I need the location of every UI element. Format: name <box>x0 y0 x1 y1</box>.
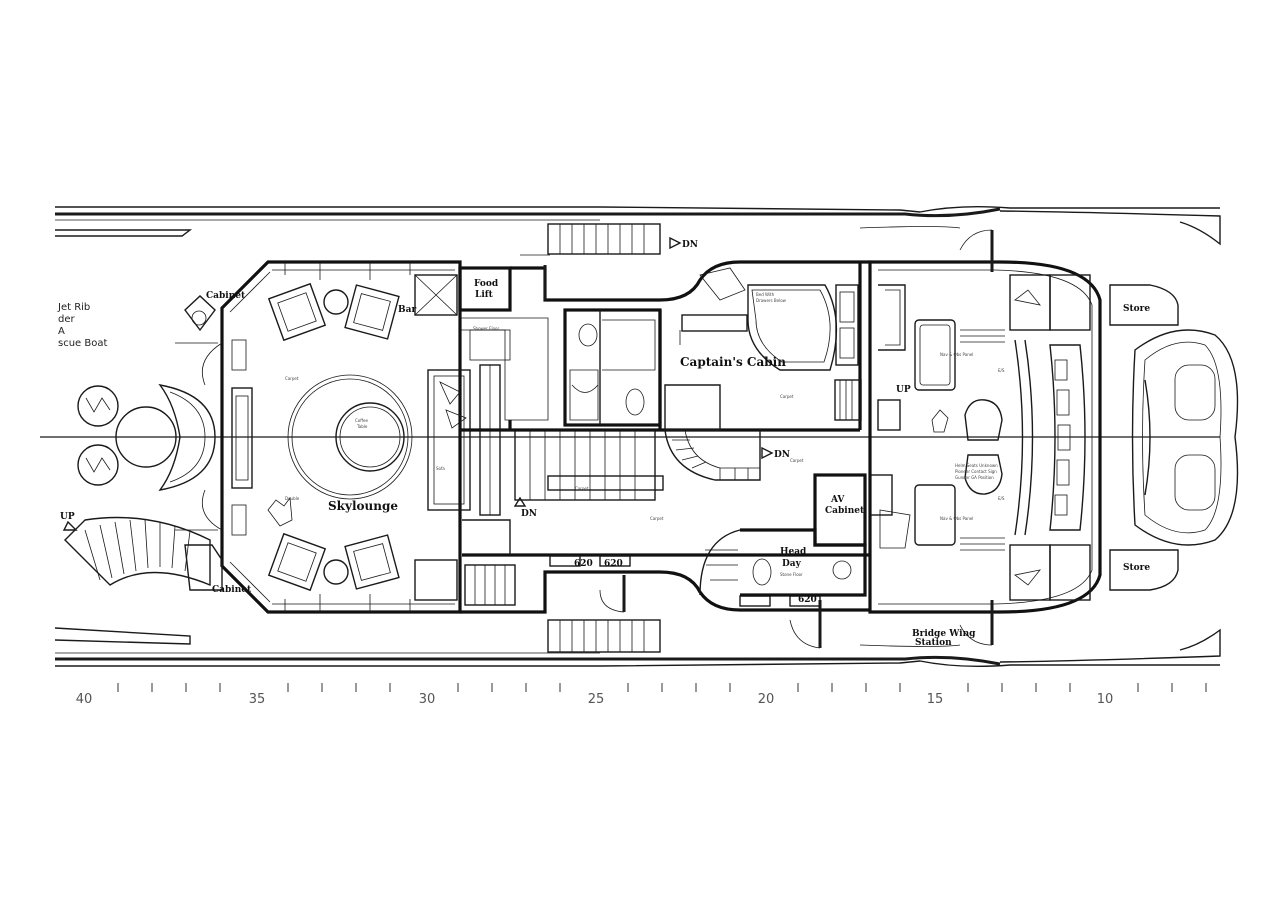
corridor-walls <box>460 260 870 614</box>
side-stairs <box>543 223 994 653</box>
captains-cabin-room <box>658 262 862 481</box>
annotation-scribbles: Carpet Coffee Table Double Sofa Shower F… <box>285 292 1005 577</box>
tender-note-1: Jet Rib <box>57 302 90 313</box>
bridge-wing-label-1: Bridge Wing <box>912 629 976 639</box>
svg-text:Sofa: Sofa <box>436 466 445 471</box>
svg-text:Drawers Below: Drawers Below <box>756 298 787 303</box>
svg-text:Gunner GA Position: Gunner GA Position <box>955 475 994 480</box>
av-cabinet-label-2: Cabinet <box>825 506 865 516</box>
svg-text:Pioneer Contact Sign: Pioneer Contact Sign <box>955 469 997 474</box>
dim-620-b: 620 <box>604 559 623 569</box>
dn-top-label: DN <box>682 240 698 250</box>
up-left-label: UP <box>60 512 75 522</box>
head-day-label-1: Head <box>780 547 807 557</box>
bridge-wing-label-2: Station <box>915 638 952 648</box>
svg-text:Shower Floor: Shower Floor <box>473 326 499 331</box>
pantry-area <box>458 266 664 516</box>
svg-text:E/S: E/S <box>998 368 1005 373</box>
store-top-label: Store <box>1123 304 1150 314</box>
dn-mid-label: DN <box>521 509 537 519</box>
scale-label-35: 35 <box>249 692 266 707</box>
frame-scale <box>117 683 1207 692</box>
svg-text:Bed With: Bed With <box>756 292 775 297</box>
scale-label-20: 20 <box>758 692 775 707</box>
up-captain-label: UP <box>896 385 911 395</box>
cabinet-bottom-label: Cabinet <box>212 585 252 595</box>
svg-text:Double: Double <box>285 496 300 501</box>
frame-scale-labels: 40 35 30 25 20 15 10 <box>76 692 1114 707</box>
svg-text:Helm Seats Unknown: Helm Seats Unknown <box>955 463 998 468</box>
svg-text:Stone Floor: Stone Floor <box>780 572 803 577</box>
dim-620-a: 620 <box>574 559 593 569</box>
room-labels: Skylounge Captain's Cabin Food Lift Cabi… <box>206 279 1150 648</box>
scale-label-10: 10 <box>1097 692 1114 707</box>
svg-text:E/S: E/S <box>998 496 1005 501</box>
tender-note-3: A <box>58 326 65 337</box>
tender-note-2: der <box>58 314 76 325</box>
scale-label-15: 15 <box>927 692 944 707</box>
bar-label: Bar <box>398 305 416 315</box>
hull-outline <box>54 205 1221 668</box>
av-head-area <box>699 473 893 597</box>
food-lift-label-1: Food <box>474 279 499 289</box>
stair-markers: DN DN DN UP UP <box>60 236 911 531</box>
dn-top-icon <box>669 236 682 250</box>
foredeck <box>1109 284 1239 591</box>
svg-text:Carpet: Carpet <box>575 486 589 491</box>
dn-right-label: DN <box>774 450 790 460</box>
svg-text:Carpet: Carpet <box>650 516 664 521</box>
store-bottom-label: Store <box>1123 563 1150 573</box>
cabinet-top-label: Cabinet <box>206 291 246 301</box>
dn-mid-icon <box>513 496 527 507</box>
up-left-icon <box>62 520 78 531</box>
dimension-labels: 620 620 620 <box>574 559 817 605</box>
svg-text:Nav & Obs Panel: Nav & Obs Panel <box>940 352 973 357</box>
svg-text:Nav & Obs Panel: Nav & Obs Panel <box>940 516 973 521</box>
captains-cabin-label: Captain's Cabin <box>680 355 786 369</box>
dim-620-c: 620 <box>798 595 817 605</box>
aft-deck <box>64 295 216 587</box>
scale-label-40: 40 <box>76 692 93 707</box>
skylounge-label: Skylounge <box>328 499 398 513</box>
svg-text:Coffee: Coffee <box>355 418 368 423</box>
svg-text:Carpet: Carpet <box>790 458 804 463</box>
tender-notes: Jet Rib der A scue Boat <box>57 302 107 349</box>
skylounge-room <box>175 260 471 614</box>
svg-text:Table: Table <box>356 424 368 429</box>
svg-text:Carpet: Carpet <box>780 394 794 399</box>
scale-label-30: 30 <box>419 692 436 707</box>
svg-text:Carpet: Carpet <box>285 376 299 381</box>
wheelhouse <box>868 260 1102 614</box>
bath-area <box>563 308 662 427</box>
scale-label-25: 25 <box>588 692 605 707</box>
food-lift-label-2: Lift <box>475 290 494 300</box>
tender-note-4: scue Boat <box>58 338 107 349</box>
dn-right-icon <box>761 446 774 460</box>
head-day-label-2: Day <box>782 559 802 569</box>
av-cabinet-label-1: AV <box>830 495 845 505</box>
